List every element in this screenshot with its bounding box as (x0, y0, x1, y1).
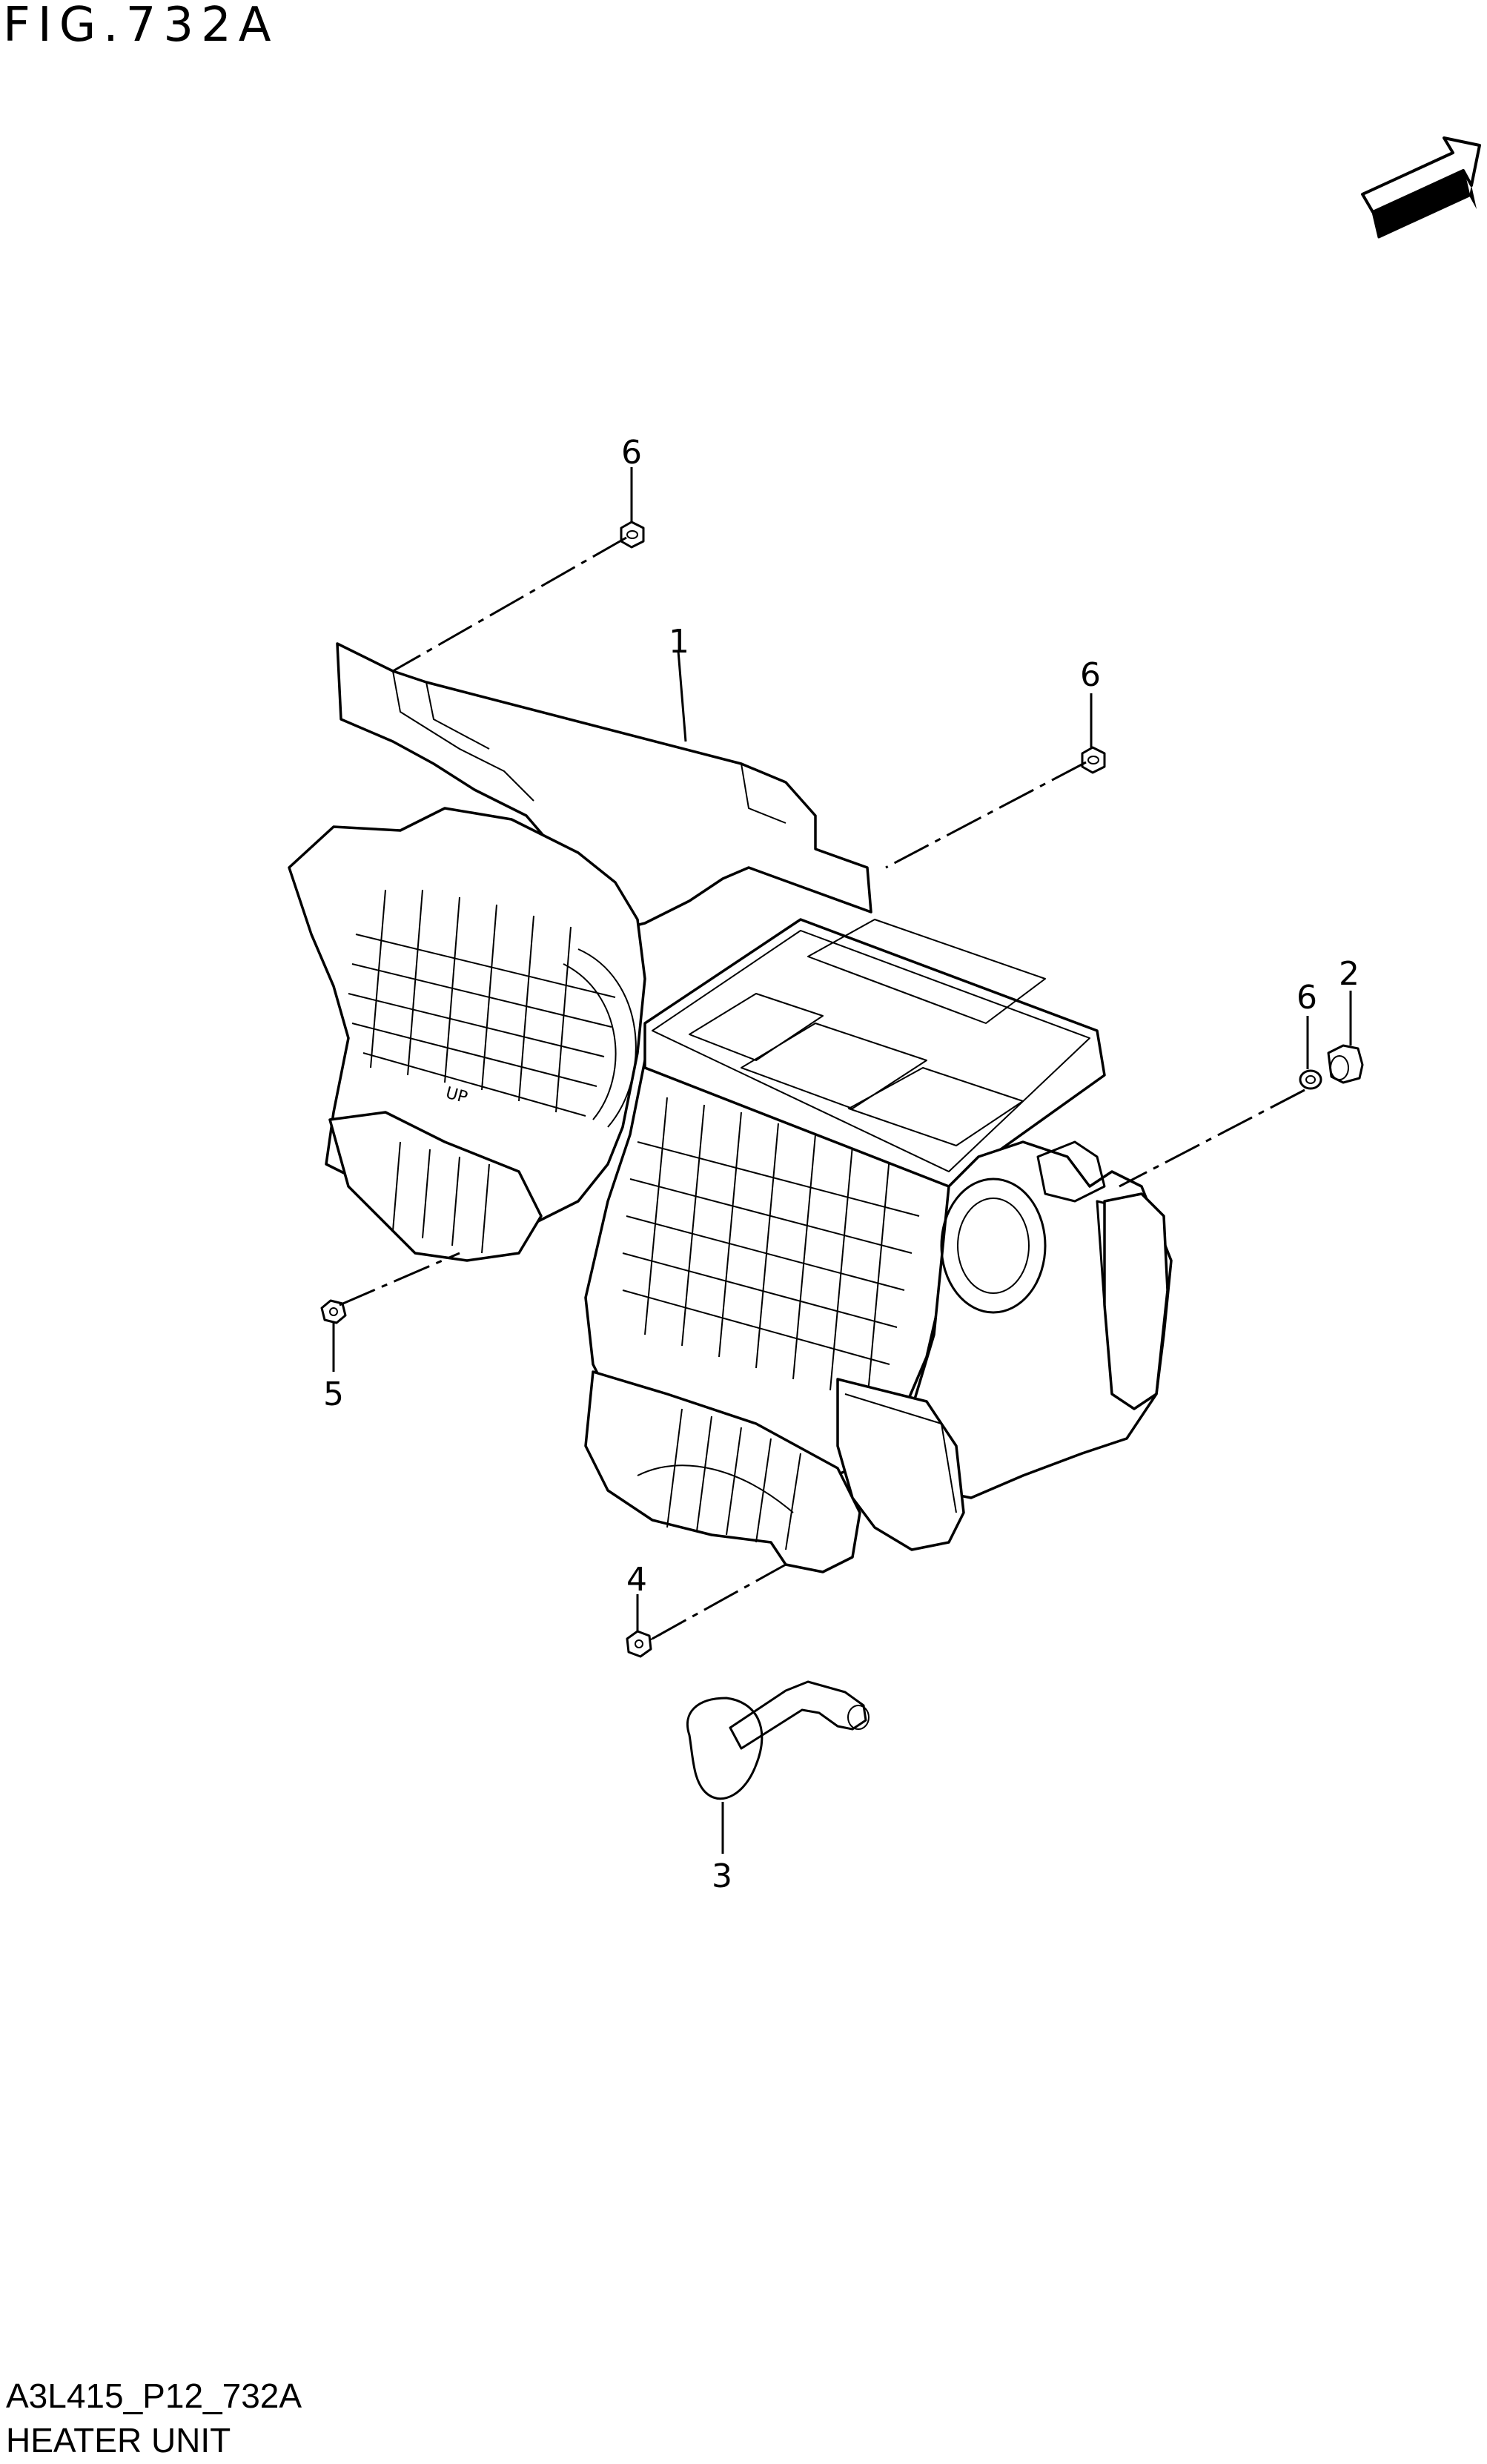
figure-title: FIG.732A (3, 0, 279, 53)
hose (686, 1680, 870, 1800)
fwd-arrow-icon: FWD (1361, 136, 1481, 239)
grommet-right-upper (1081, 746, 1106, 774)
screw (626, 1630, 662, 1658)
leader-4 (652, 1563, 786, 1640)
cap (1327, 1044, 1364, 1084)
figure-code: A3L415_P12_732A (6, 2377, 302, 2415)
callout-2: 2 (1339, 955, 1360, 993)
heater-unit-body: UP (288, 642, 1173, 1573)
grommet-right (1299, 1069, 1322, 1090)
grommet-top (620, 521, 645, 549)
figure-name: HEATER UNIT (6, 2421, 231, 2460)
leader-5 (339, 1252, 460, 1307)
callout-5: 5 (323, 1375, 344, 1413)
callout-1: 1 (669, 623, 689, 661)
callout-4: 4 (626, 1561, 647, 1599)
callout-6-top: 6 (621, 434, 642, 472)
nut-left (320, 1299, 347, 1324)
leader-6-right (1119, 1089, 1305, 1188)
callout-6-right-upper: 6 (1080, 656, 1101, 694)
leader-6-right-upper (885, 761, 1087, 869)
callout-6-right: 6 (1296, 979, 1317, 1017)
leader-6-top (392, 536, 627, 673)
callout-3: 3 (712, 1857, 732, 1895)
